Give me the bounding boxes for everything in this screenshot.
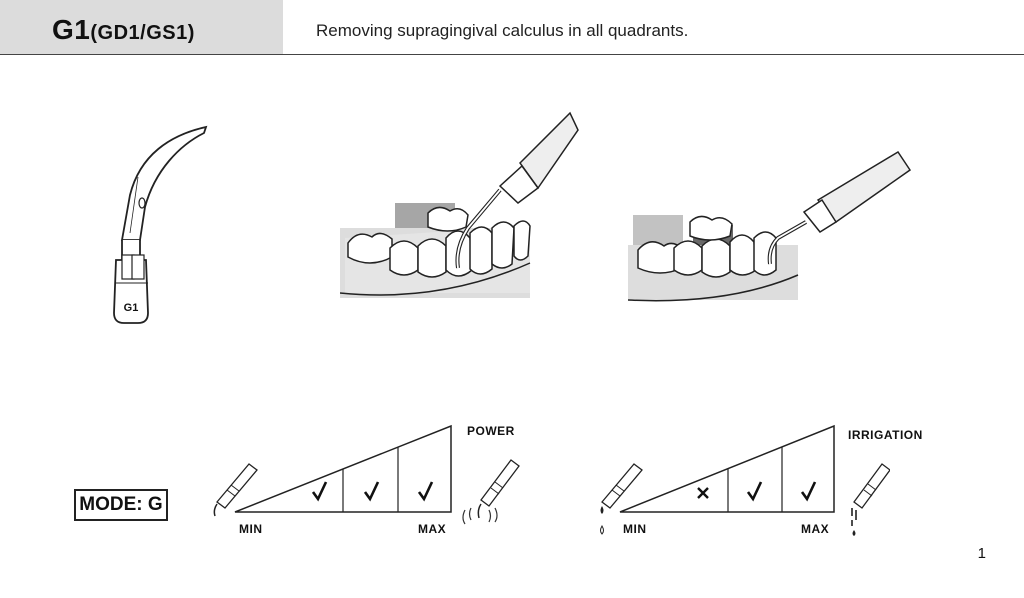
irrigation-min-label: MIN	[623, 522, 647, 536]
page-description: Removing supragingival calculus in all q…	[316, 21, 689, 40]
header-title-box	[0, 0, 283, 54]
teeth-scaling-illustration-front	[340, 111, 579, 298]
power-level-2-check-icon	[363, 481, 380, 502]
irrigation-title: IRRIGATION	[848, 428, 923, 442]
irrigation-level-2-check-icon	[746, 481, 763, 502]
power-title: POWER	[467, 424, 515, 438]
model-title: G1(GD1/GS1)	[52, 14, 195, 46]
page-number: 1	[977, 545, 986, 562]
header-divider	[0, 54, 1024, 55]
irrigation-level-3-check-icon	[800, 481, 817, 502]
handpiece-high-water-icon	[851, 463, 890, 536]
power-min-label: MIN	[239, 522, 263, 536]
irrigation-level-1-cross-icon	[697, 487, 709, 499]
power-level-1-check-icon	[311, 481, 328, 502]
handpiece-low-water-icon	[600, 463, 643, 535]
model-main-name: G1	[52, 14, 91, 45]
handpiece-high-power-icon	[462, 459, 520, 525]
irrigation-gauge	[600, 424, 890, 536]
handpiece-low-power-icon	[213, 463, 258, 517]
power-gauge	[213, 424, 520, 525]
tip-label: G1	[124, 302, 139, 314]
model-sub-name: (GD1/GS1)	[90, 22, 195, 44]
mode-indicator: MODE: G	[74, 489, 168, 521]
teeth-scaling-illustration-side	[628, 150, 912, 302]
scaler-tip-illustration: G1	[113, 125, 208, 324]
power-level-3-check-icon	[417, 481, 434, 502]
irrigation-max-label: MAX	[801, 522, 830, 536]
power-max-label: MAX	[418, 522, 447, 536]
